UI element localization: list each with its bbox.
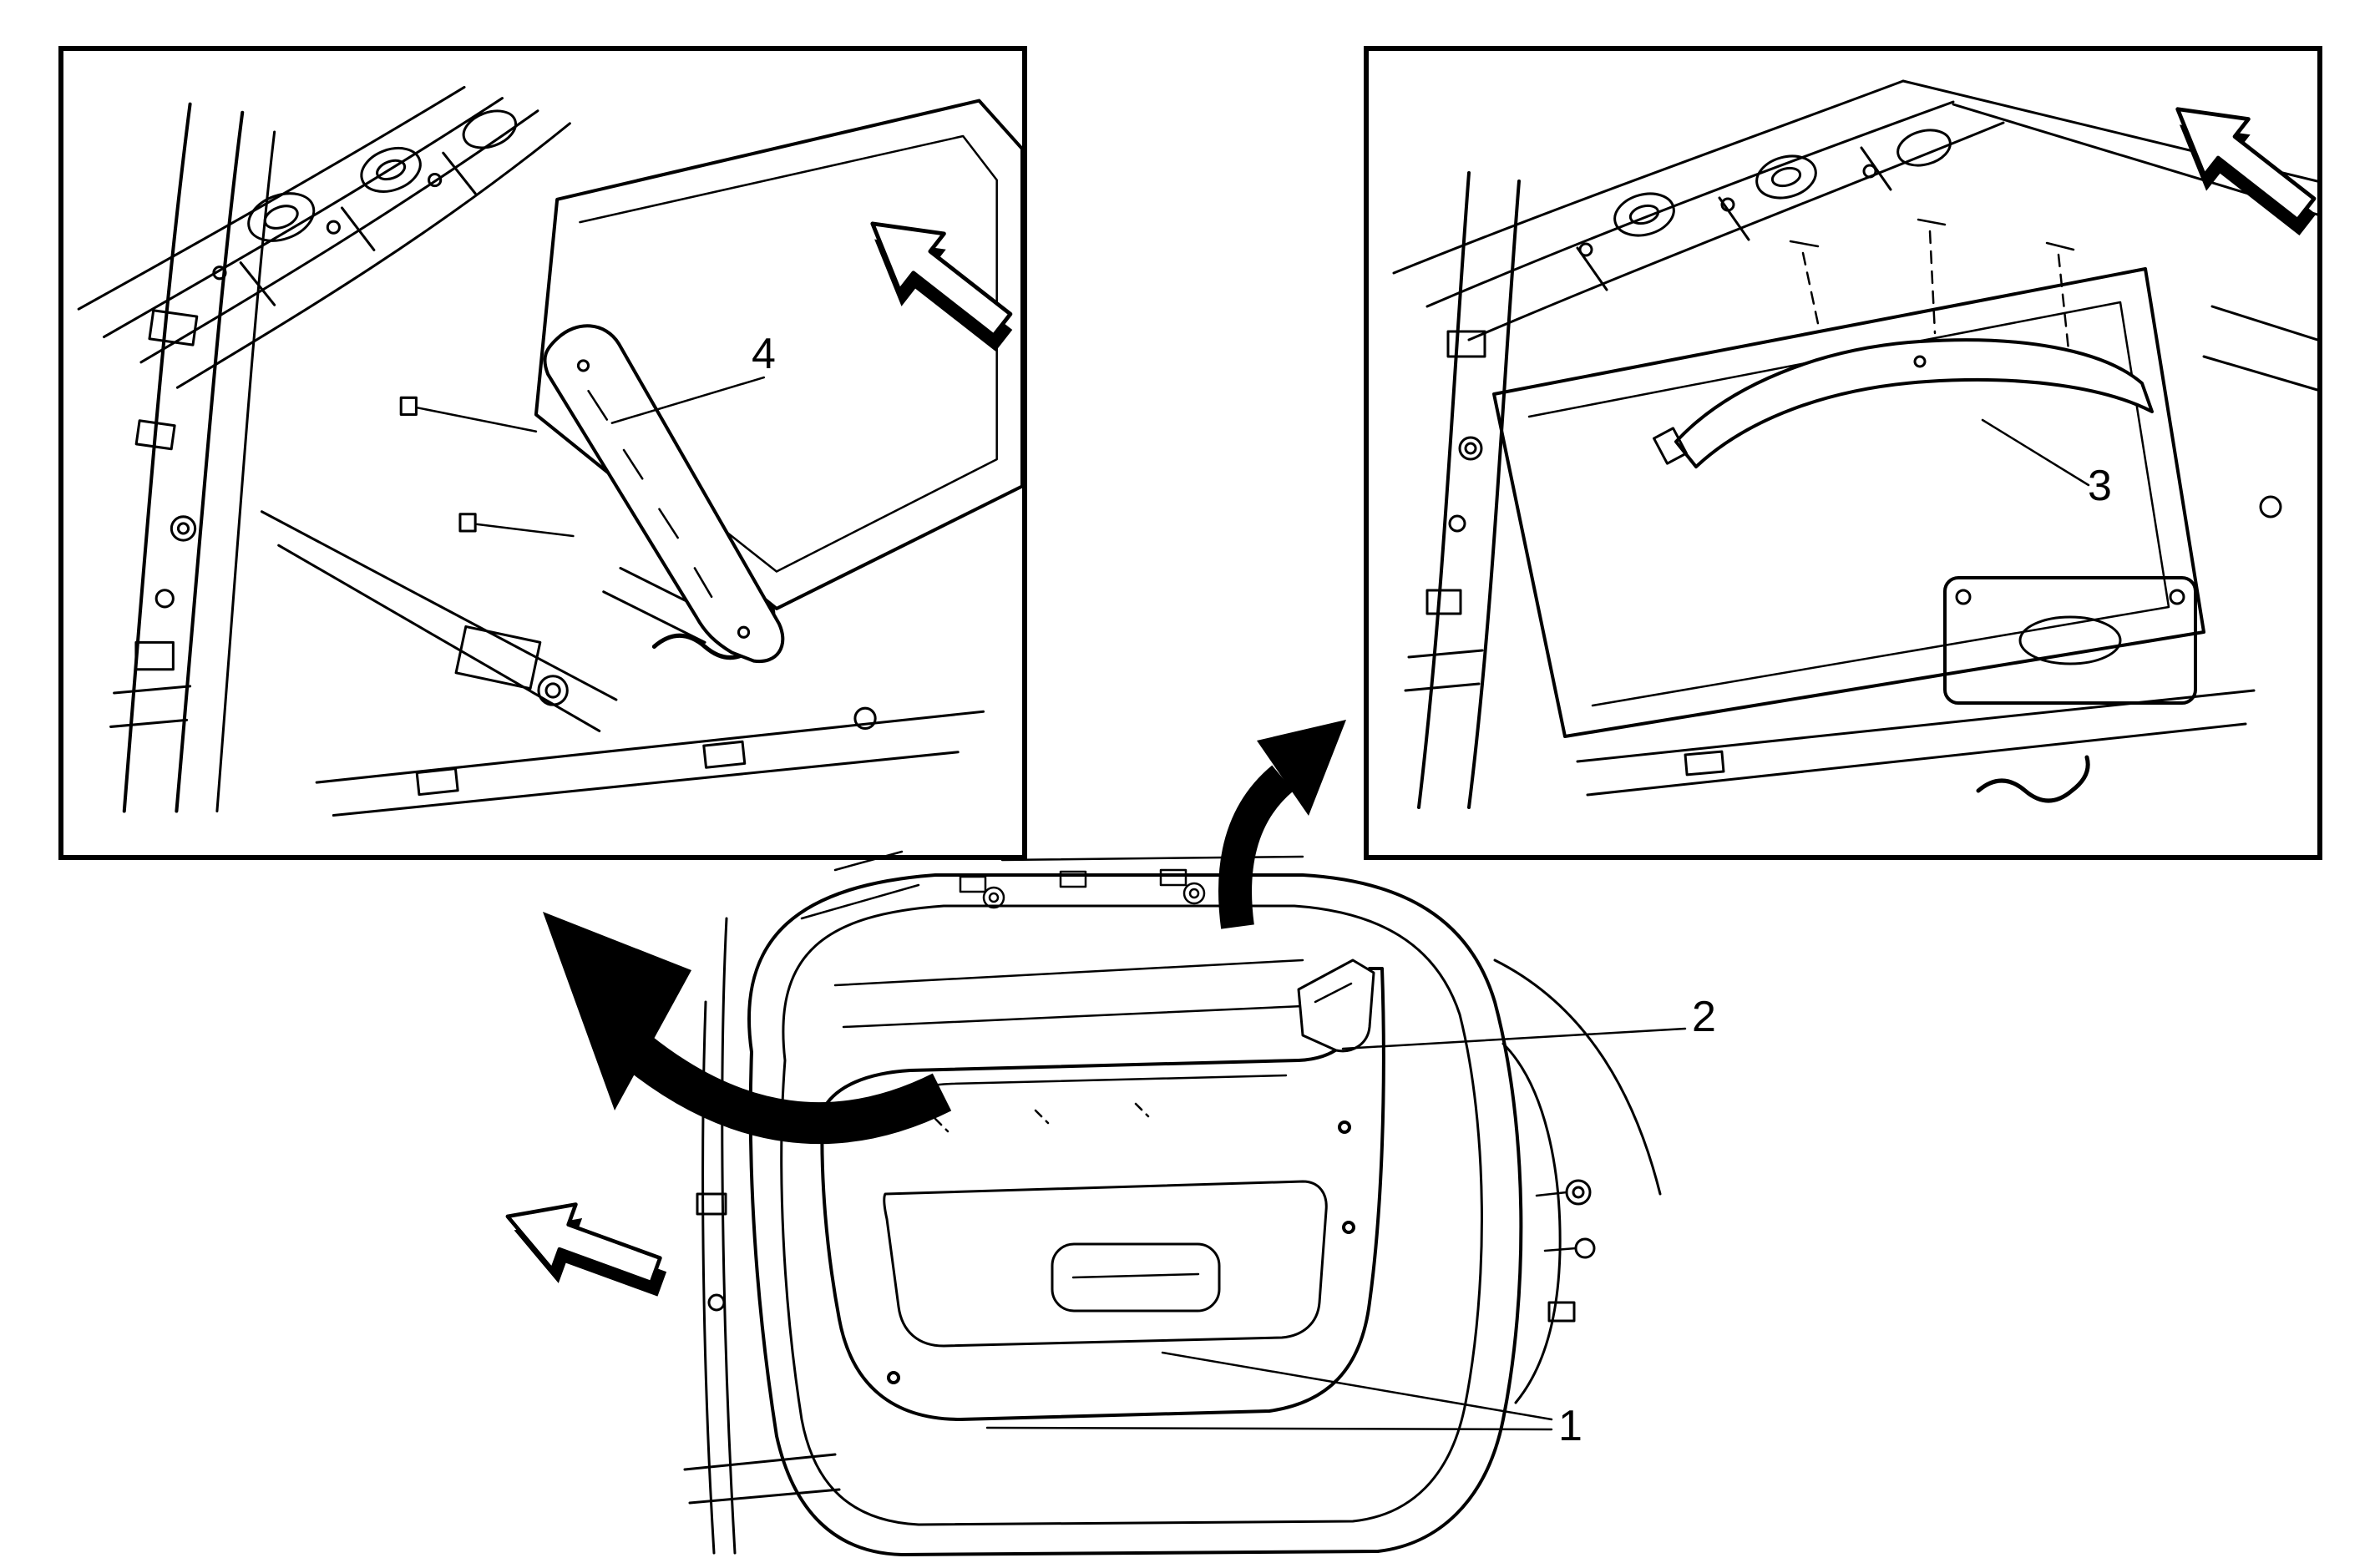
- body-lower-structure: [1576, 305, 2317, 803]
- garnish-clip-leaders: [399, 396, 575, 538]
- leader-line-3: [1981, 418, 2090, 487]
- corner-garnish: [1297, 959, 1375, 1053]
- callout-3: 3: [2088, 462, 2112, 510]
- liftgate-trim-panel: [820, 967, 1385, 1421]
- callout-4: 4: [752, 330, 776, 378]
- curved-arrow-up-right-icon: [1218, 720, 1346, 929]
- leader-line-2: [1341, 1027, 1687, 1050]
- callout-1: 1: [1558, 1402, 1582, 1450]
- roof-opening: [1492, 267, 2205, 738]
- leader-line-1a: [1161, 1351, 1553, 1421]
- right-jamb-details: [1493, 959, 1662, 1404]
- direction-block-arrow-icon: [2175, 107, 2317, 235]
- direction-block-arrow-icon: [870, 221, 1013, 352]
- curved-arrow-up-left-icon: [543, 912, 952, 1145]
- roof-header-structure: [1392, 79, 2317, 341]
- callout-2: 2: [1692, 993, 1716, 1041]
- leader-line-1b: [985, 1426, 1553, 1431]
- liftgate-outline: [747, 873, 1523, 1556]
- header-trim-art: [1392, 79, 2317, 809]
- d-pillar-structure: [109, 102, 276, 813]
- roof-edge-details: [800, 850, 1304, 920]
- header-trim-panel: [1653, 218, 2154, 468]
- detail-view-pillar-garnish: [58, 46, 1027, 860]
- window-opening: [833, 959, 1304, 1029]
- detail-view-header-trim: [1364, 46, 2322, 860]
- d-pillar-structure: [1404, 171, 1521, 809]
- left-body-structure: [683, 917, 841, 1555]
- pillar-garnish-trim: [543, 324, 785, 664]
- leader-line-4: [610, 376, 766, 424]
- direction-block-arrow-icon: [505, 1202, 667, 1297]
- weatherstrip-ring: [780, 904, 1483, 1526]
- pillar-garnish-art: [77, 85, 1022, 817]
